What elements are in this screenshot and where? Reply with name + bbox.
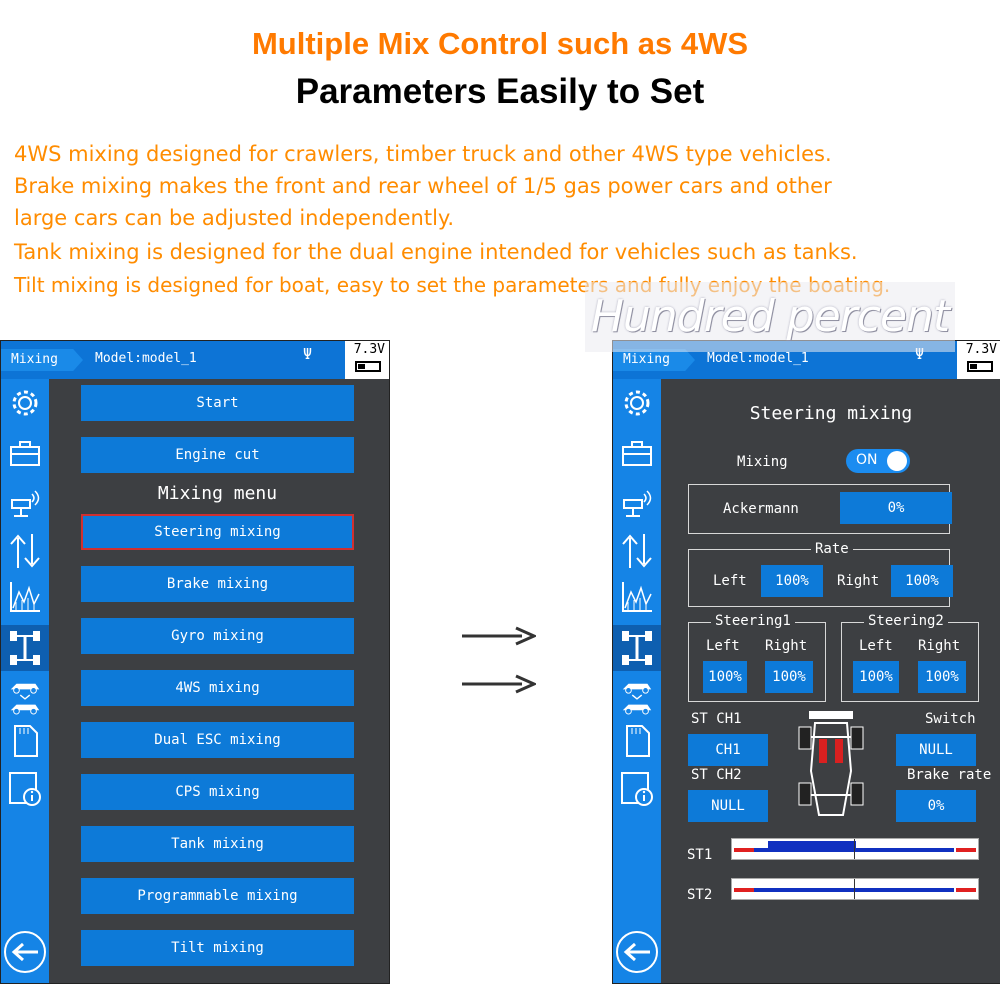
description-line-3: large cars can be adjusted independently… (14, 206, 455, 230)
battery-indicator: 7.3V (345, 341, 389, 379)
antenna-icon: Ψ (303, 345, 313, 363)
steering2-left-label: Left (859, 638, 893, 654)
steering-mixing-button[interactable]: Steering mixing (81, 514, 354, 550)
steering2-right-value[interactable]: 100% (918, 661, 966, 693)
model-name: Model:model_1 (95, 351, 197, 366)
rate-left-label: Left (713, 573, 747, 589)
brake-mixing-button[interactable]: Brake mixing (81, 566, 354, 602)
steering1-right-label: Right (765, 638, 808, 654)
st-ch1-value[interactable]: CH1 (688, 734, 768, 766)
mixing-toggle[interactable]: ON (846, 449, 910, 473)
st1-indicator-bar (731, 838, 979, 860)
switch-value[interactable]: NULL (896, 734, 976, 766)
steering1-left-value[interactable]: 100% (703, 661, 747, 693)
mixing-tab[interactable]: Mixing (1, 349, 83, 371)
battery-icon (355, 361, 381, 372)
steering2-left-value[interactable]: 100% (853, 661, 899, 693)
steering-mixing-screen: Mixing Model:model_1 Ψ 7.3V (612, 340, 1000, 984)
toggle-knob (887, 451, 907, 471)
switch-label: Switch (925, 711, 976, 727)
info-icon[interactable] (7, 771, 43, 807)
rate-label: Rate (811, 541, 853, 557)
watermark: Hundred percent (585, 282, 955, 352)
model-name: Model:model_1 (707, 351, 809, 366)
chassis-icon[interactable] (613, 625, 661, 671)
page-title: Steering mixing (749, 403, 913, 424)
st-ch2-value[interactable]: NULL (688, 790, 768, 822)
dual-esc-mixing-button[interactable]: Dual ESC mixing (81, 722, 354, 758)
mixing-menu-screen: Mixing Model:model_1 Ψ 7.3V (0, 340, 390, 984)
battery-icon (967, 361, 993, 372)
gyro-mixing-button[interactable]: Gyro mixing (81, 618, 354, 654)
right-arrow-icon (462, 674, 536, 694)
ackermann-label: Ackermann (723, 501, 799, 517)
car-swap-icon[interactable] (7, 675, 43, 719)
transmitter-icon[interactable] (7, 485, 43, 521)
tank-mixing-button[interactable]: Tank mixing (81, 826, 354, 862)
sd-card-icon[interactable] (619, 723, 655, 759)
right-arrow-icon (462, 626, 536, 646)
antenna-icon: Ψ (915, 345, 925, 363)
gear-icon[interactable] (7, 385, 43, 421)
st1-level-fill (768, 841, 856, 848)
st-ch2-label: ST CH2 (691, 767, 742, 783)
brake-rate-value[interactable]: 0% (896, 790, 976, 822)
curve-chart-icon[interactable] (619, 579, 655, 615)
st2-label: ST2 (687, 887, 713, 903)
description-line-4: Tank mixing is designed for the dual eng… (14, 240, 858, 264)
engine-cut-button[interactable]: Engine cut (81, 437, 354, 473)
start-button[interactable]: Start (81, 385, 354, 421)
toolbox-icon[interactable] (619, 435, 655, 471)
car-swap-icon[interactable] (619, 675, 655, 719)
brake-rate-label: Brake rate (907, 767, 992, 783)
curve-chart-icon[interactable] (7, 579, 43, 615)
steering2-right-label: Right (918, 638, 961, 654)
st-ch1-label: ST CH1 (691, 711, 742, 727)
chassis-icon[interactable] (1, 625, 49, 671)
rate-left-value[interactable]: 100% (761, 565, 823, 597)
steering1-left-label: Left (706, 638, 740, 654)
programmable-mixing-button[interactable]: Programmable mixing (81, 878, 354, 914)
steering2-label: Steering2 (864, 613, 948, 629)
steering1-label: Steering1 (711, 613, 795, 629)
subheadline: Parameters Easily to Set (295, 72, 705, 111)
rate-right-label: Right (837, 573, 880, 589)
tilt-mixing-button[interactable]: Tilt mixing (81, 930, 354, 966)
battery-voltage: 7.3V (353, 342, 385, 357)
battery-indicator: 7.3V (957, 341, 1000, 379)
sidebar (613, 379, 661, 983)
description-line-2: Brake mixing makes the front and rear wh… (14, 174, 832, 198)
back-arrow-icon[interactable] (616, 931, 658, 973)
ackermann-value[interactable]: 0% (840, 492, 952, 524)
info-icon[interactable] (619, 771, 655, 807)
cps-mixing-button[interactable]: CPS mixing (81, 774, 354, 810)
top-bar: Mixing Model:model_1 Ψ 7.3V (1, 341, 389, 379)
reverse-arrows-icon[interactable] (619, 533, 655, 569)
steering1-right-value[interactable]: 100% (765, 661, 813, 693)
menu-title: Mixing menu (157, 483, 278, 504)
description-line-1: 4WS mixing designed for crawlers, timber… (14, 142, 832, 166)
back-arrow-icon[interactable] (4, 931, 46, 973)
toolbox-icon[interactable] (7, 435, 43, 471)
battery-voltage: 7.3V (965, 342, 997, 357)
sd-card-icon[interactable] (7, 723, 43, 759)
transmitter-icon[interactable] (619, 485, 655, 521)
reverse-arrows-icon[interactable] (7, 533, 43, 569)
rate-right-value[interactable]: 100% (891, 565, 953, 597)
headline: Multiple Mix Control such as 4WS (251, 26, 749, 61)
mixing-label: Mixing (737, 454, 788, 470)
4ws-mixing-button[interactable]: 4WS mixing (81, 670, 354, 706)
gear-icon[interactable] (619, 385, 655, 421)
st1-label: ST1 (687, 847, 713, 863)
sidebar (1, 379, 49, 983)
mixing-tab[interactable]: Mixing (613, 349, 695, 371)
mixing-toggle-label: ON (856, 452, 878, 468)
vehicle-chassis-diagram (798, 711, 864, 816)
st2-indicator-bar (731, 878, 979, 900)
